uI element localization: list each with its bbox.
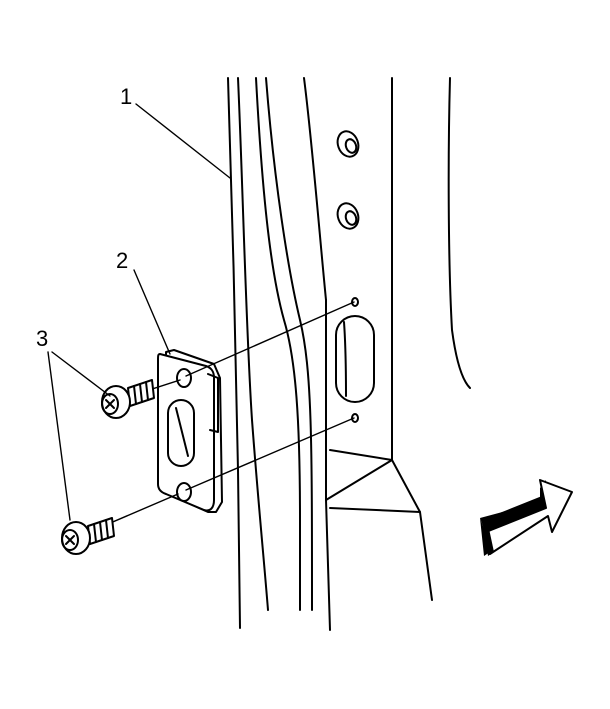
front-of-vehicle-arrow-icon: front-of-vehicle-arrow-icon <box>480 479 573 556</box>
callout-3: 3 <box>36 326 48 351</box>
leader-lines <box>47 103 231 521</box>
body-pillar <box>227 77 471 631</box>
bolt-upper: bolt-icon <box>101 379 155 419</box>
bolt-lower: bolt-icon <box>61 517 115 555</box>
callout-1: 1 <box>120 84 132 109</box>
door-striker <box>157 349 223 513</box>
callout-2: 2 <box>116 248 128 273</box>
pillar-holes <box>335 130 375 423</box>
